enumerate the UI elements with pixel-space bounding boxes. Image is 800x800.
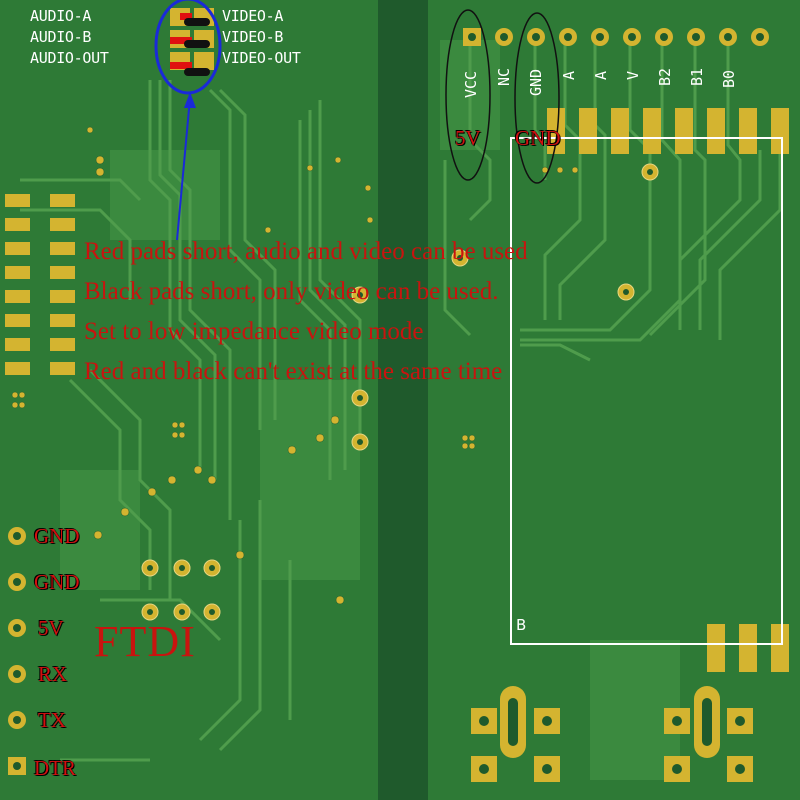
jumper-pads: [170, 8, 214, 76]
power-label-gnd: GND: [515, 126, 561, 150]
red-jumper-3: [170, 62, 192, 69]
silk-audio-b: AUDIO-B: [30, 28, 92, 46]
ftdi-pin-gnd-2: GND: [34, 570, 80, 594]
black-jumper-3: [184, 68, 210, 76]
ftdi-pin-gnd-1: GND: [34, 524, 80, 548]
pin-label-gnd: GND: [527, 68, 545, 96]
module-pads: [547, 108, 789, 672]
module-outline: [510, 137, 783, 645]
vcc-highlight-ellipse: [445, 9, 491, 181]
smd-pads-left: [5, 194, 75, 375]
traces-left: [20, 80, 362, 762]
header-pin-pads: [463, 28, 769, 46]
pin-label-b0: B0: [720, 69, 738, 88]
ftdi-pin-5v: 5V: [38, 616, 64, 640]
note-exclusive: Red and black can't exist at the same ti…: [84, 358, 503, 385]
ftdi-pads: [8, 527, 26, 775]
pin-label-v: V: [624, 70, 642, 80]
red-jumper-2: [170, 37, 192, 44]
jumper-highlight-ellipse: [154, 0, 222, 95]
silk-audio-out: AUDIO-OUT: [30, 49, 109, 67]
note-low-impedance: Set to low impedance video mode: [84, 318, 424, 345]
vias: [11, 126, 579, 605]
callout-arrow: [176, 97, 191, 241]
red-jumper-1: [180, 13, 192, 20]
pin-label-a2: A: [592, 70, 610, 80]
ftdi-label: FTDI: [94, 617, 196, 666]
ftdi-pin-rx: RX: [38, 662, 68, 686]
silk-video-b: VIDEO-B: [222, 28, 284, 46]
silk-video-a: VIDEO-A: [222, 7, 284, 25]
ftdi-pin-dtr: DTR: [34, 756, 76, 780]
ftdi-pin-tx: TX: [38, 708, 66, 732]
callout-arrowhead: [184, 92, 196, 108]
note-red-pads: Red pads short, audio and video can be u…: [84, 238, 528, 265]
pin-label-nc: NC: [495, 67, 513, 86]
silk-audio-a: AUDIO-A: [30, 7, 92, 25]
module-outline-label: B: [516, 616, 527, 634]
traces-right: [443, 40, 782, 362]
gnd-highlight-ellipse: [514, 12, 560, 184]
note-black-pads: Black pads short, only video can be used…: [84, 278, 499, 305]
silk-video-out: VIDEO-OUT: [222, 49, 301, 67]
pin-label-b1: B1: [688, 67, 706, 86]
bottom-connectors: [471, 686, 753, 782]
pin-label-vcc: VCC: [462, 70, 480, 98]
pin-label-b2: B2: [656, 67, 674, 86]
power-label-5v: 5V: [455, 126, 481, 150]
black-jumper-1: [184, 18, 210, 26]
black-jumper-2: [184, 40, 210, 48]
pin-label-a1: A: [560, 70, 578, 80]
